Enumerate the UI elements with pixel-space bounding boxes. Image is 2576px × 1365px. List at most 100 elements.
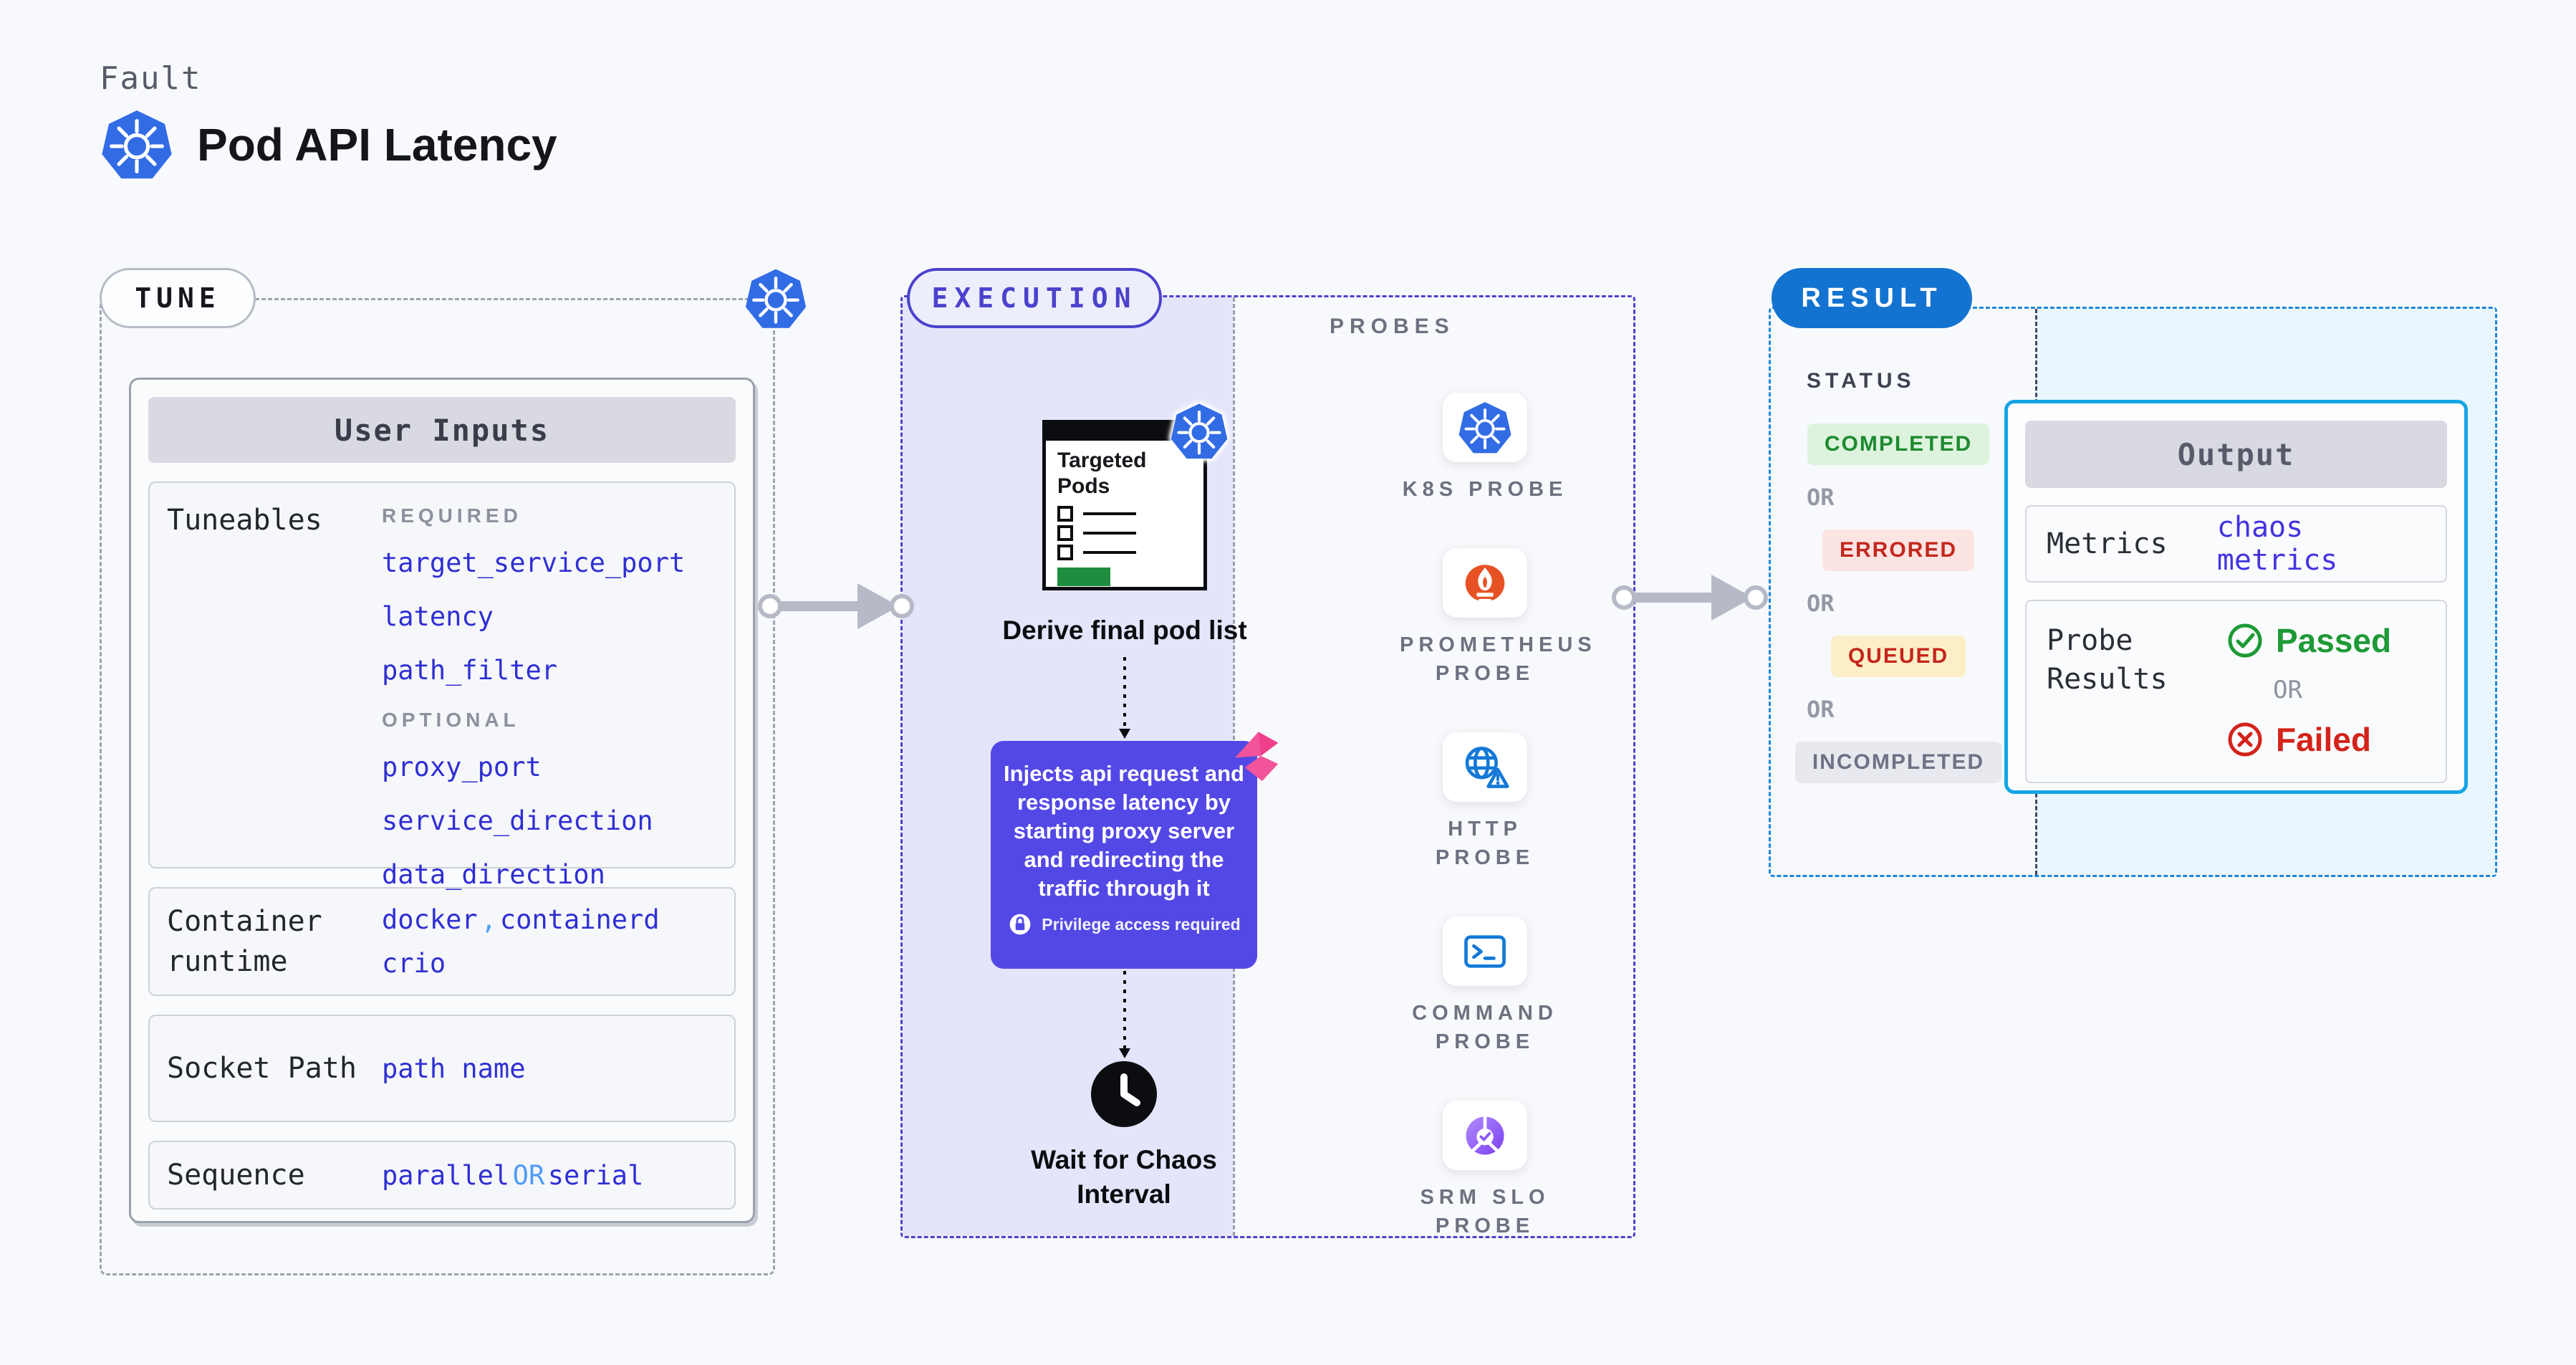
probes-label: PROBES (1330, 315, 1455, 338)
metrics-value: chaos metrics (2216, 511, 2338, 577)
flow-arrow (1612, 575, 1768, 621)
optional-label: OPTIONAL (382, 709, 520, 731)
metrics-label: Metrics (2047, 527, 2168, 560)
tuneable-required: path_filter (382, 655, 558, 686)
required-label: REQUIRED (382, 504, 522, 527)
k8s-icon (1457, 400, 1513, 456)
inject-description-box: Injects api request and response latency… (991, 741, 1257, 969)
clock-icon (1091, 1061, 1157, 1127)
pod-list-item (1046, 522, 1203, 541)
pod-line (1083, 532, 1136, 535)
checkbox-icon (1057, 506, 1073, 522)
lock-icon (1009, 914, 1031, 935)
kubernetes-icon (100, 106, 174, 183)
sequence-or: OR (512, 1159, 545, 1191)
kubernetes-icon (744, 265, 808, 332)
output-title: Output (2025, 421, 2447, 488)
status-badge: COMPLETED (1807, 423, 1990, 465)
derive-caption: Derive final pod list (1002, 616, 1247, 645)
http-icon (1465, 746, 1509, 788)
sequence-row: Sequence parallel OR serial (148, 1141, 736, 1210)
probe-item: K8S PROBE (1400, 393, 1570, 504)
probe-card (1443, 1101, 1527, 1170)
pod-list-item (1046, 541, 1203, 560)
tune-section (100, 298, 775, 1275)
execution-badge: EXECUTION (907, 268, 1162, 328)
dotted-connector (1119, 657, 1130, 739)
page-title: Pod API Latency (197, 119, 557, 171)
output-box: Output Metrics chaos metrics Probe Resul… (2004, 400, 2468, 794)
container-runtime-values: docker , containerd crio (382, 904, 717, 979)
status-badge: QUEUED (1830, 636, 1966, 677)
passed-label: Passed (2276, 622, 2392, 659)
inject-text: Injects api request and response latency… (1004, 761, 1244, 901)
metrics-row: Metrics chaos metrics (2025, 505, 2447, 583)
runtime-value: crio (382, 948, 446, 979)
kubernetes-icon (1169, 400, 1229, 463)
tuneables-values: REQUIRED target_service_port latency pat… (382, 500, 717, 890)
prometheus-icon (1465, 564, 1505, 603)
socket-path-label: Socket Path (167, 1052, 357, 1085)
progress-bar (1057, 567, 1110, 586)
pod-list-item (1046, 502, 1203, 522)
fault-eyebrow: Fault (100, 60, 202, 97)
tuneable-optional: service_direction (382, 805, 653, 836)
runtime-value: docker (382, 904, 478, 935)
or-label: OR (2273, 676, 2302, 704)
container-runtime-row: Container runtime docker , containerd cr… (148, 887, 736, 996)
probe-item: COMMAND PROBE (1400, 916, 1570, 1056)
status-badge: ERRORED (1822, 530, 1974, 571)
tuneables-row: Tuneables REQUIRED target_service_port l… (148, 482, 736, 890)
execution-section: PROBES Targeted Pods Derive final pod li… (900, 295, 1635, 1238)
probe-item: SRM SLO PROBE (1400, 1101, 1570, 1240)
tune-badge: TUNE (100, 268, 256, 328)
sequence-label: Sequence (167, 1159, 305, 1192)
check-circle-icon (2228, 623, 2262, 658)
probe-card (1443, 916, 1527, 986)
probe-results-label: Probe Results (2047, 624, 2168, 696)
probe-card (1443, 732, 1527, 802)
pod-line (1083, 512, 1136, 515)
probe-item: PROMETHEUS PROBE (1400, 548, 1597, 688)
privilege-note: Privilege access required (1007, 911, 1241, 937)
tuneable-optional: proxy_port (382, 752, 542, 782)
checkbox-icon (1057, 545, 1073, 560)
pod-line (1083, 551, 1136, 554)
page-header: Pod API Latency (100, 106, 557, 183)
srm-slo-icon (1466, 1114, 1504, 1155)
status-badge: INCOMPLETED (1794, 742, 2002, 783)
probe-label: HTTP PROBE (1435, 818, 1535, 869)
socket-path-value: path name (382, 1053, 526, 1084)
sequence-value: parallel (382, 1159, 510, 1191)
targeted-pods-title: Targeted Pods (1057, 449, 1147, 498)
sequence-value: serial (547, 1159, 644, 1191)
container-runtime-label: Container runtime (167, 905, 322, 978)
tuneables-label: Tuneables (167, 504, 322, 537)
checkbox-icon (1057, 525, 1073, 541)
probe-label: K8S PROBE (1402, 478, 1568, 501)
tuneable-optional: data_direction (382, 859, 605, 890)
runtime-value: containerd (499, 904, 660, 935)
user-inputs-title: User Inputs (148, 397, 736, 463)
x-circle-icon (2228, 722, 2262, 757)
probe-label: COMMAND PROBE (1412, 1002, 1558, 1053)
probes-list: K8S PROBE PROMETHEUS PROBE (1400, 393, 1597, 1240)
probe-results-row: Probe Results Passed OR (2025, 600, 2447, 783)
privilege-text: Privilege access required (1042, 914, 1241, 934)
probe-label: PROMETHEUS PROBE (1400, 633, 1597, 685)
or-label: OR (1807, 696, 1835, 723)
tuneable-required: target_service_port (382, 547, 686, 578)
result-badge: RESULT (1772, 268, 1972, 328)
probe-label: SRM SLO PROBE (1420, 1186, 1550, 1237)
dotted-connector (1119, 971, 1130, 1058)
status-list: COMPLETED OR ERRORED OR QUEUED OR INCOMP… (1791, 423, 2006, 783)
probe-item: HTTP PROBE (1400, 732, 1570, 872)
chaos-icon (1235, 732, 1279, 782)
probe-results-values: Passed OR Failed (2213, 621, 2426, 762)
runtime-separator: , (481, 904, 497, 935)
command-icon (1464, 934, 1506, 968)
flow-arrow (758, 583, 914, 629)
status-label: STATUS (1807, 369, 1916, 393)
or-label: OR (1807, 590, 1835, 617)
